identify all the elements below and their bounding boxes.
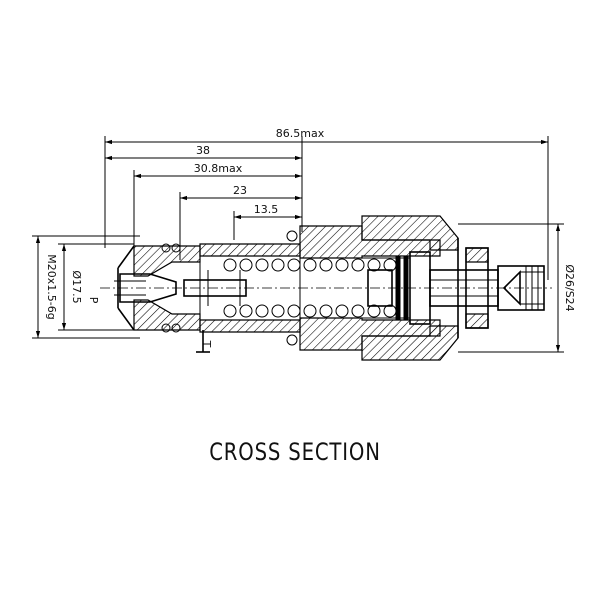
valve-body xyxy=(100,215,552,361)
port-p-label: P xyxy=(87,297,100,304)
dim-bore-label: Ø17.5 xyxy=(70,270,83,303)
dim-thread-label: M20x1.5-6g xyxy=(45,254,58,319)
dimension-lines xyxy=(32,136,564,353)
dim-38-label: 38 xyxy=(196,144,210,157)
dim-13-5-label: 13.5 xyxy=(254,203,279,216)
spring-upper xyxy=(223,258,397,272)
caption-title: CROSS SECTION xyxy=(209,438,381,466)
dim-overall-label: 86.5max xyxy=(276,127,325,140)
spring-lower xyxy=(223,304,397,318)
dim-hex-label: Ø26/S24 xyxy=(563,264,576,311)
o-rings xyxy=(161,230,298,346)
dim-23-label: 23 xyxy=(233,184,247,197)
port-t-label: T xyxy=(200,340,213,348)
dim-30-8-label: 30.8max xyxy=(194,162,243,175)
